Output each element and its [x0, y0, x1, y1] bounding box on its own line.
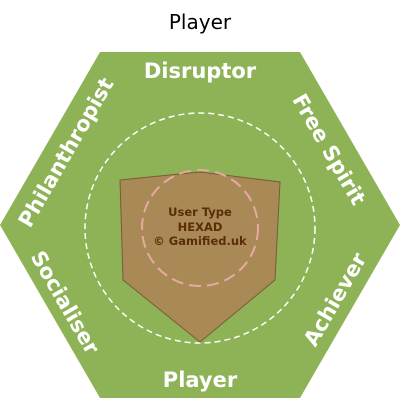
center-text-line1: User Type — [168, 205, 232, 219]
center-text-line3: © Gamified.uk — [153, 234, 247, 248]
outer-dashed-circle — [84, 112, 316, 344]
center-text-line2: HEXAD — [178, 220, 223, 234]
segment-label-top: Disruptor — [144, 59, 257, 83]
segment-label-bottom: Player — [163, 368, 238, 392]
player-profile-shape — [119, 171, 281, 343]
page-title: Player — [168, 10, 232, 34]
inner-dashed-circle — [141, 169, 259, 287]
